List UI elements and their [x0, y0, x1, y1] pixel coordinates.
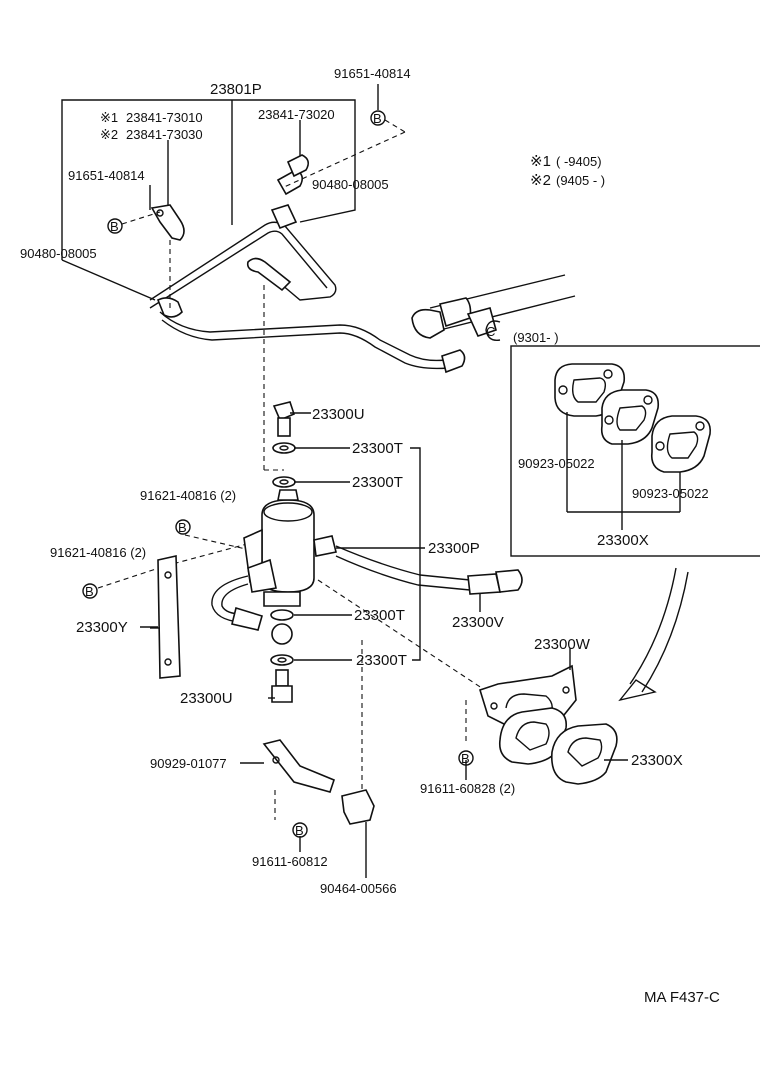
gasket-3: [650, 415, 712, 473]
label-23841-73030: 23841-73030: [126, 127, 203, 142]
bolt-marker-left-lower: B: [82, 583, 98, 599]
svg-text:B: B: [295, 823, 304, 838]
label-91621-40816-top: 91621-40816 (2): [140, 488, 236, 503]
label-23300V: 23300V: [452, 614, 504, 631]
label-23300X-main: 23300X: [631, 752, 683, 769]
label-91651-40814-left: 91651-40814: [68, 168, 145, 183]
bolt-marker-mid: B: [175, 519, 191, 535]
gasket-main-23300X: [498, 707, 618, 785]
legend-range2: (9405 - ): [556, 173, 605, 188]
label-23300W: 23300W: [534, 636, 591, 653]
label-23300T-3: 23300T: [354, 607, 405, 624]
svg-text:C: C: [486, 324, 495, 339]
fuel-pump-assembly: [211, 401, 523, 703]
legend-range1: ( -9405): [556, 154, 602, 169]
label-23300T-1: 23300T: [352, 440, 403, 457]
clamp-marker: C: [485, 320, 501, 341]
label-23300X-inset: 23300X: [597, 532, 649, 549]
part-labels: 23801P 91651-40814 23841-73020 ※1 23841-…: [20, 66, 720, 1006]
label-90923-05022-right: 90923-05022: [632, 486, 709, 501]
label-23300U-top: 23300U: [312, 406, 365, 423]
legend-mark1: ※1: [530, 153, 551, 170]
bolt-marker-top: B: [370, 110, 386, 126]
svg-text:B: B: [110, 219, 119, 234]
svg-text:B: B: [373, 111, 382, 126]
label-90464-00566: 90464-00566: [320, 881, 397, 896]
label-23300T-4: 23300T: [356, 652, 407, 669]
side-bracket-23300Y: [150, 555, 181, 679]
label-23300U-bottom: 23300U: [180, 690, 233, 707]
label-mark1: ※1: [100, 110, 118, 125]
footer-diagram-code: MA F437-C: [644, 989, 720, 1006]
svg-text:B: B: [85, 584, 94, 599]
label-90929-01077: 90929-01077: [150, 756, 227, 771]
bolt-markers: B B B B B B C: [82, 110, 501, 838]
carburetor-fitting: [411, 274, 576, 339]
label-91611-60812: 91611-60812: [252, 854, 328, 869]
label-mark2: ※2: [100, 127, 118, 142]
legend-mark2: ※2: [530, 172, 551, 189]
label-23841-73010: 23841-73010: [126, 110, 203, 125]
label-23801P: 23801P: [210, 81, 262, 98]
bolt-marker-right: B: [458, 750, 474, 766]
label-leaders: [140, 412, 628, 852]
label-91651-40814-top: 91651-40814: [334, 66, 411, 81]
assembly-bracket-lines: [61, 84, 379, 301]
svg-text:B: B: [461, 751, 470, 766]
label-23300Y: 23300Y: [76, 619, 128, 636]
label-91621-40816-left: 91621-40816 (2): [50, 545, 146, 560]
label-91611-60828: 91611-60828 (2): [420, 781, 515, 796]
label-23841-73020: 23841-73020: [258, 107, 335, 122]
clip-bracket-left: [150, 204, 185, 241]
label-23300T-2: 23300T: [352, 474, 403, 491]
bolt-marker-bottom: B: [292, 822, 308, 838]
label-23300P: 23300P: [428, 540, 480, 557]
clip-and-connector: [262, 739, 375, 878]
union-bolt-top: [270, 154, 310, 230]
arrow-to-gasket: [618, 567, 689, 702]
gasket-2: [600, 389, 660, 445]
bolt-marker-left: B: [107, 218, 123, 234]
label-90480-08005-right: 90480-08005: [312, 177, 389, 192]
fuel-line-tube: [149, 221, 466, 374]
label-90923-05022-left: 90923-05022: [518, 456, 595, 471]
inset-box-gaskets: [510, 345, 760, 557]
dashed-leaders: [97, 119, 501, 820]
label-inset-range: (9301- ): [513, 330, 559, 345]
label-90480-08005-left: 90480-08005: [20, 246, 97, 261]
svg-text:B: B: [178, 520, 187, 535]
